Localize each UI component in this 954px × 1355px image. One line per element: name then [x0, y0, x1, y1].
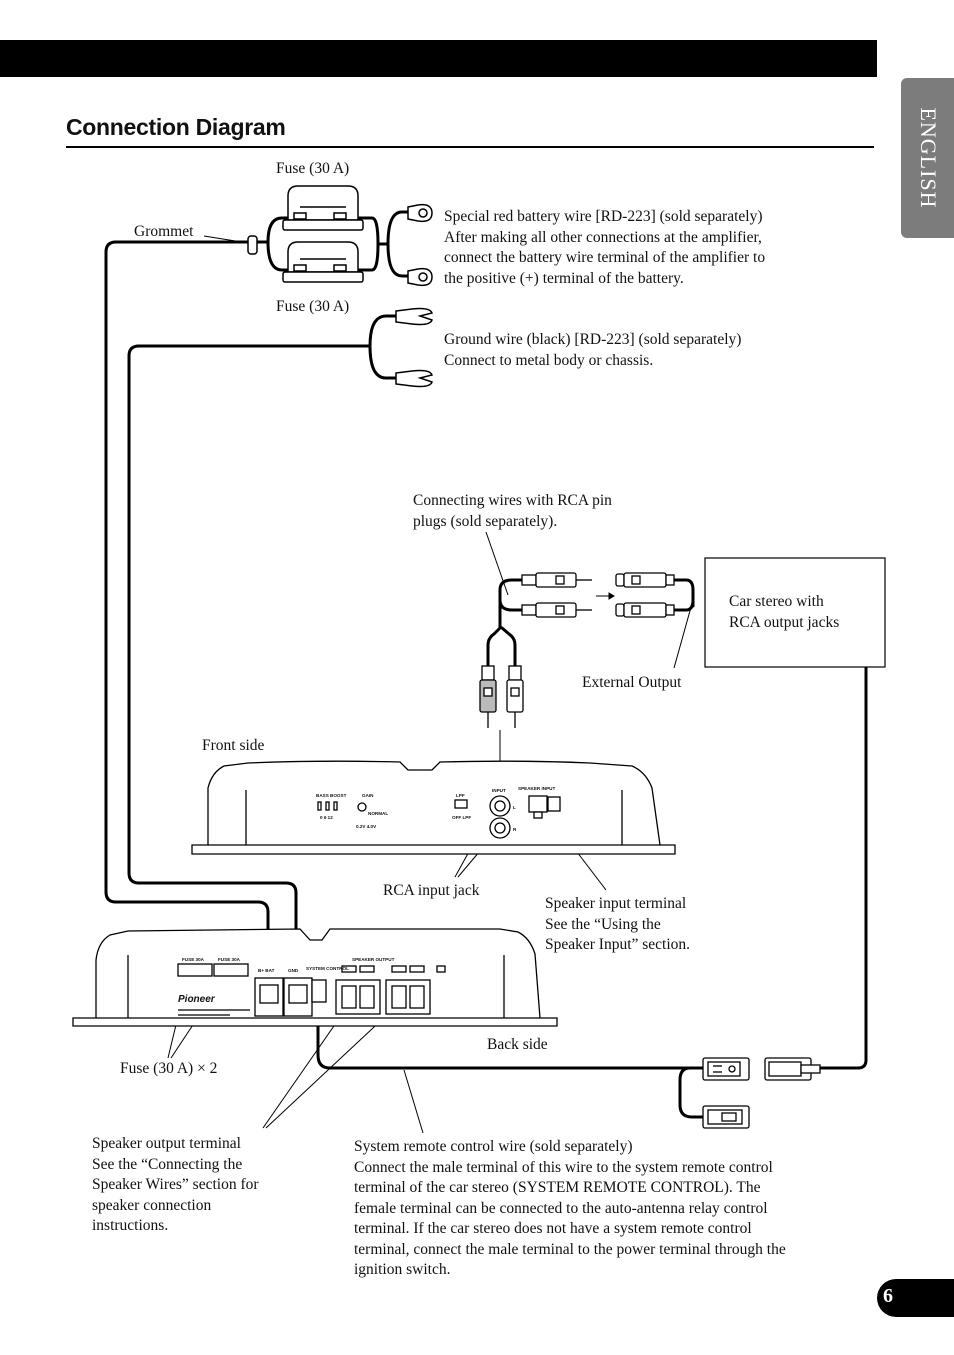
fuse-wire-loop	[256, 210, 412, 278]
label-back-side: Back side	[487, 1036, 548, 1053]
label-battery-wire: Special red battery wire [RD-223] (sold …	[444, 208, 766, 287]
leader-rca-wires	[485, 531, 509, 596]
back-panel-labels: FUSE 30A FUSE 30A B+ BAT GND SYSTEM CONT…	[178, 957, 395, 1005]
lpf-label: LPF	[456, 793, 465, 798]
label-fuse-top: Fuse (30 A)	[276, 160, 350, 177]
speaker-output-label: SPEAKER OUTPUT	[352, 957, 395, 962]
page-title: Connection Diagram	[66, 114, 286, 140]
fuse-holder-bottom	[282, 241, 364, 283]
fuse-label-2: FUSE 30A	[218, 957, 241, 962]
amplifier-back-side	[72, 928, 558, 1027]
rca-jack-pair-stereo	[615, 572, 675, 618]
rca-cable	[486, 578, 524, 670]
arrow-icon	[596, 592, 615, 600]
page-number-badge: 6	[877, 1279, 954, 1317]
stereo-remote-terminal-icon	[764, 1057, 821, 1081]
label-fuse-x2: Fuse (30 A) × 2	[120, 1060, 218, 1077]
label-grommet: Grommet	[134, 223, 194, 240]
input-label: INPUT	[492, 788, 506, 793]
label-external-output: External Output	[582, 674, 682, 691]
fuse-label-1: FUSE 30A	[182, 957, 205, 962]
battery-wire	[104, 240, 270, 987]
grommet-icon	[247, 235, 258, 255]
ground-wire	[127, 344, 372, 987]
remote-female-terminal-icon	[702, 1105, 750, 1129]
rca-plug-pair-amp	[479, 665, 524, 728]
input-r-label: R	[513, 827, 517, 832]
speaker-input-label: SPEAKER INPUT	[518, 786, 555, 791]
page-number: 6	[883, 1285, 893, 1307]
language-tab: ENGLISH	[901, 78, 954, 238]
car-stereo-box	[704, 557, 886, 668]
label-speaker-input: Speaker input terminal See the “Using th…	[545, 895, 691, 953]
gain-values-label: 0.2V 4.0V	[356, 824, 377, 829]
bat-label: B+ BAT	[258, 968, 275, 973]
leader-grommet	[203, 235, 249, 244]
gain-normal-label: NORMAL	[368, 811, 388, 816]
ground-branches	[368, 314, 400, 380]
lpf-values-label: OFF LPF	[452, 815, 471, 820]
label-car-stereo: Car stereo with RCA output jacks	[729, 593, 840, 631]
remote-wire-to-stereo	[818, 666, 868, 1070]
bass-values-label: 0 6 12	[320, 815, 333, 820]
brand-logo: Pioneer	[178, 994, 216, 1005]
label-front-side: Front side	[202, 737, 265, 754]
label-ground-wire: Ground wire (black) [RD-223] (sold separ…	[444, 331, 742, 369]
input-l-label: L	[513, 805, 516, 810]
label-remote-wire: System remote control wire (sold separat…	[354, 1138, 786, 1278]
system-control-label: SYSTEM CONTROL	[306, 966, 349, 971]
stereo-rca-cable	[670, 578, 695, 612]
label-fuse-bottom: Fuse (30 A)	[276, 298, 350, 315]
label-rca-wires: Connecting wires with RCA pin plugs (sol…	[413, 492, 612, 530]
leader-external-output	[673, 599, 694, 669]
header-bar	[0, 40, 877, 77]
fuse-holder-top	[282, 185, 364, 231]
leader-remote	[403, 1069, 424, 1134]
remote-male-terminal-icon	[702, 1057, 750, 1081]
ring-terminal-icon	[407, 203, 433, 287]
rca-plug-pair-cable	[521, 572, 592, 618]
gnd-label: GND	[288, 968, 299, 973]
label-rca-input-jack: RCA input jack	[383, 882, 480, 899]
front-panel-labels: BASS BOOST 0 6 12 GAIN NORMAL 0.2V 4.0V …	[316, 786, 555, 832]
bass-boost-label: BASS BOOST	[316, 793, 347, 798]
amplifier-front-side	[191, 760, 676, 855]
label-speaker-output: Speaker output terminal See the “Connect…	[92, 1135, 259, 1234]
title-rule	[66, 146, 874, 148]
fork-terminal-icon	[395, 307, 433, 388]
gain-label: GAIN	[362, 793, 374, 798]
